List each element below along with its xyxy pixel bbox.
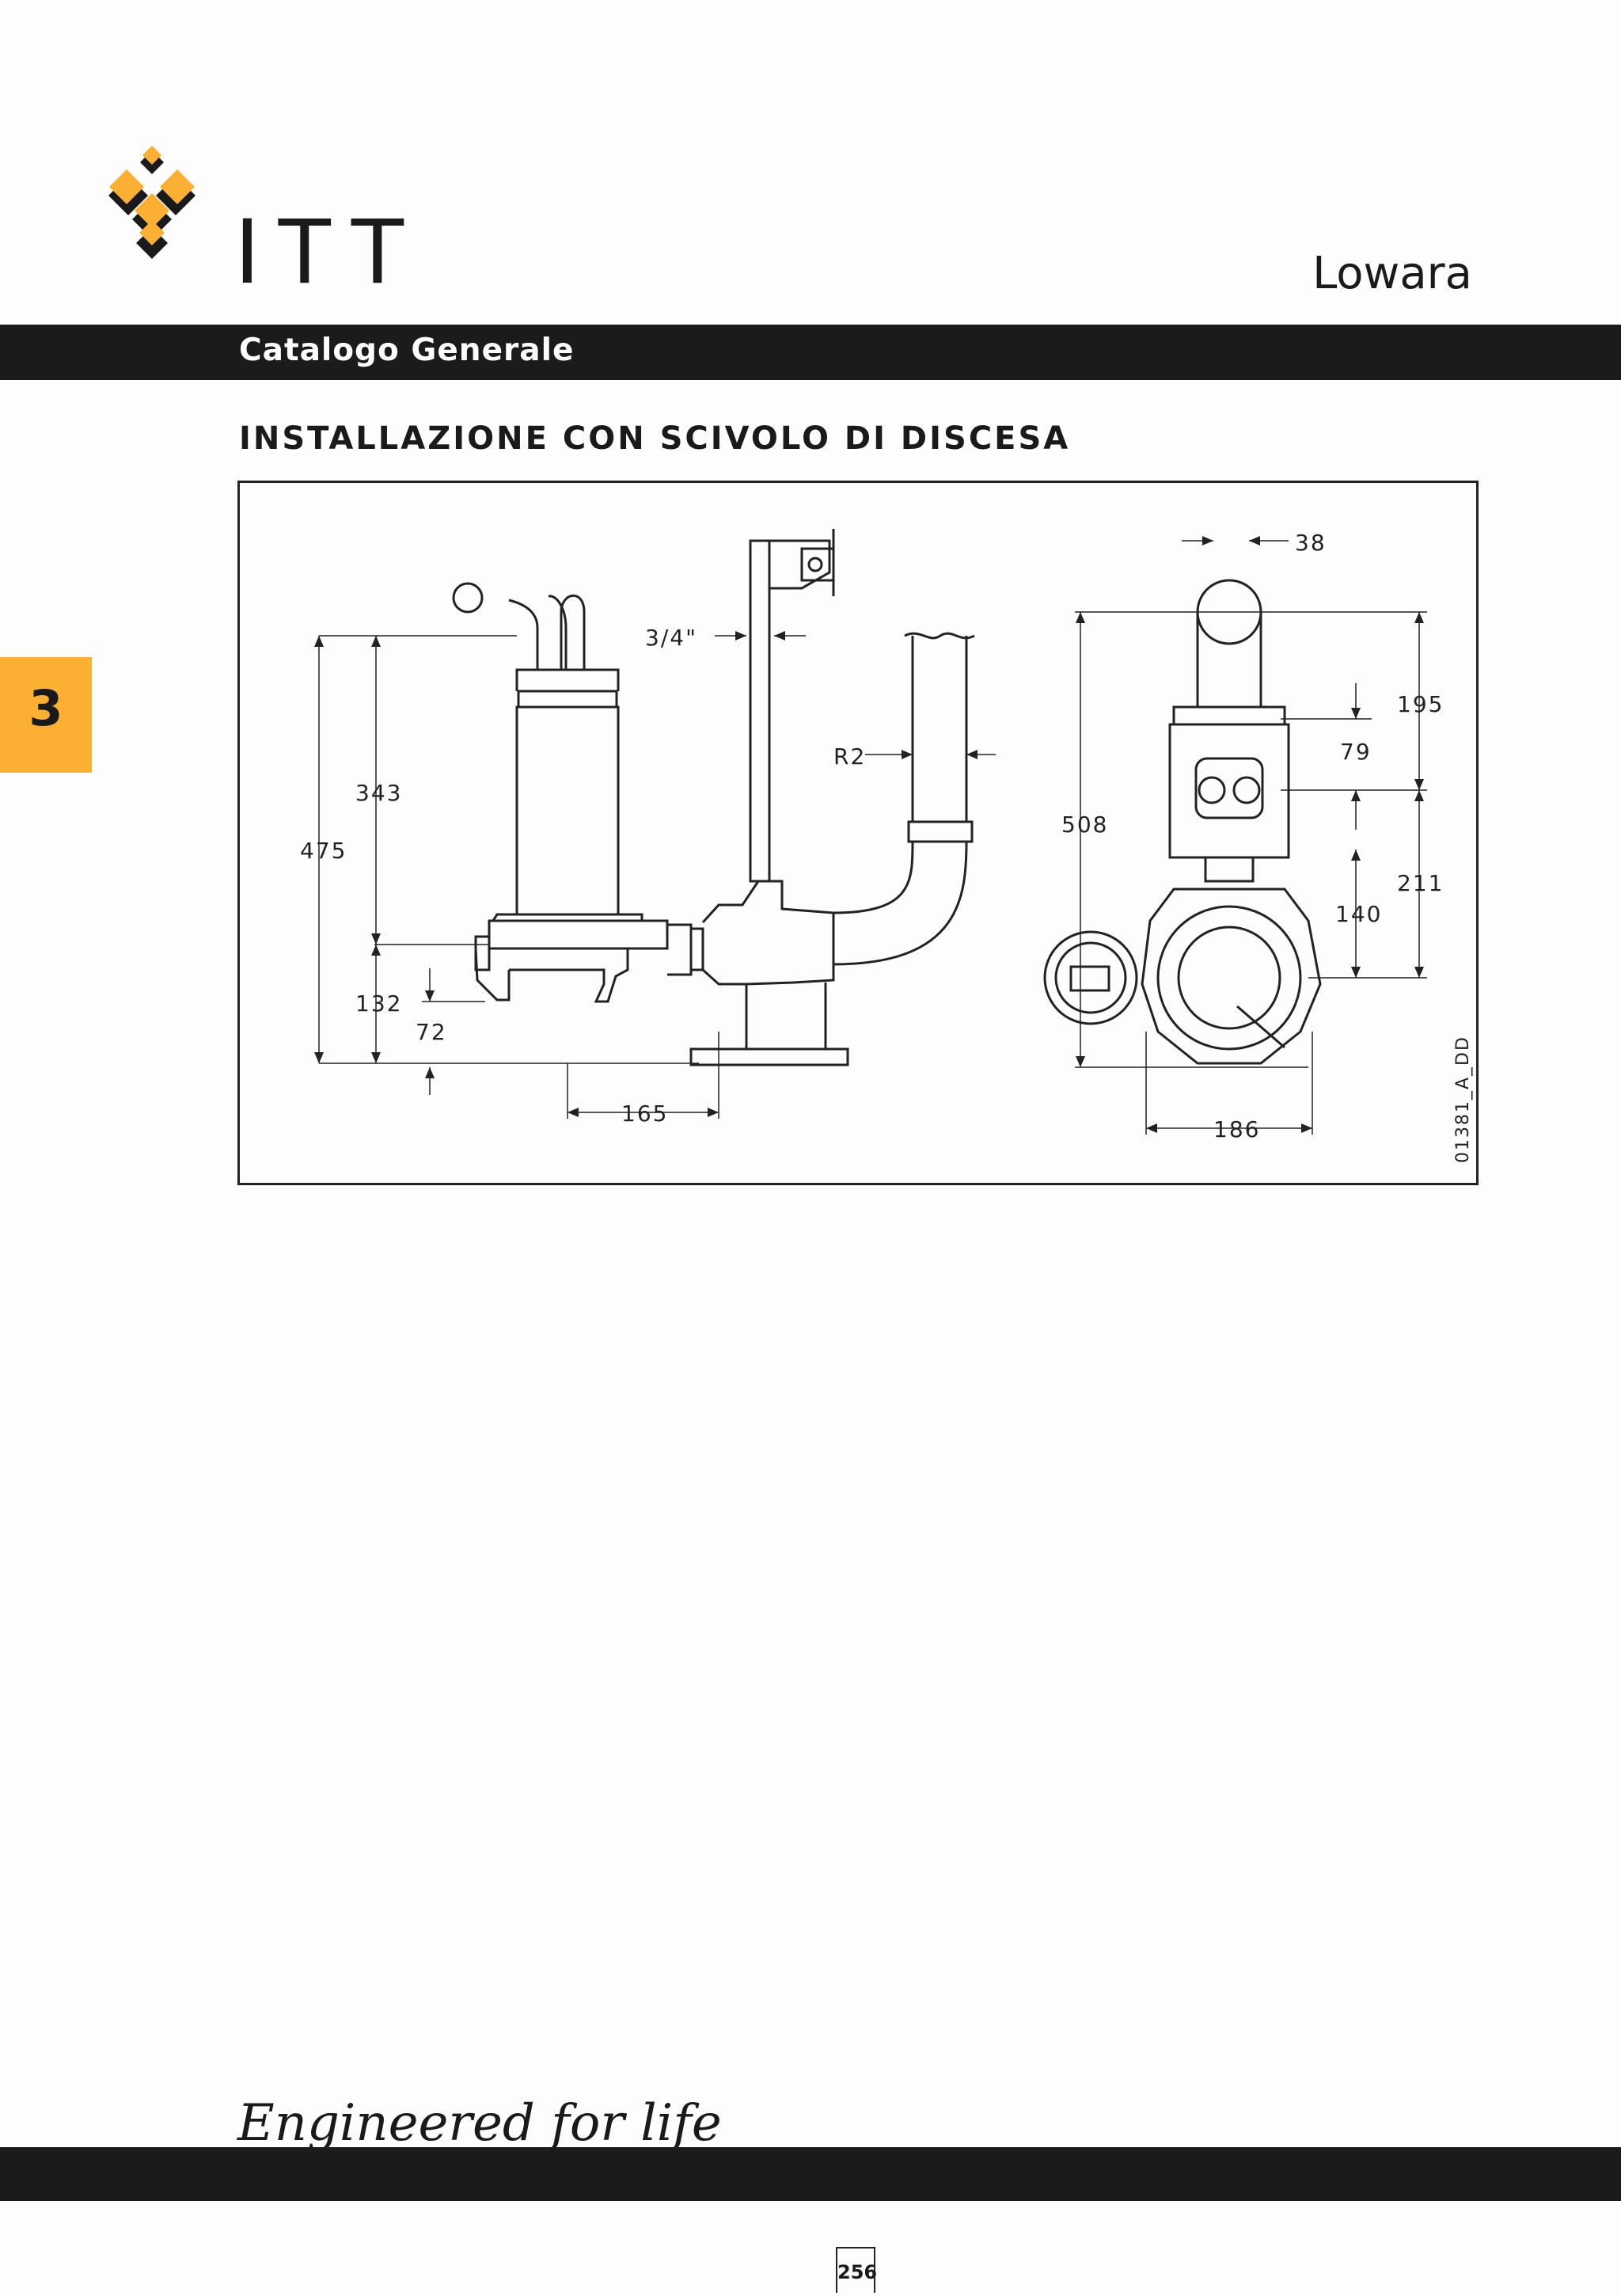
section-tab-number: 3 [28,679,63,737]
drawing-code: 01381_A_DD [1453,1036,1473,1163]
dim-195: 195 [1397,691,1444,717]
page-heading: INSTALLAZIONE CON SCIVOLO DI DISCESA [239,420,1071,457]
dim-186: 186 [1213,1116,1260,1142]
catalog-title: Catalogo Generale [239,333,575,368]
technical-drawing: 38 3/4" 195 R2 79 343 508 475 211 140 13… [237,481,1479,1185]
dim-79: 79 [1340,739,1372,765]
dim-140: 140 [1335,901,1382,927]
dim-3-4: 3/4" [645,625,697,651]
dim-343: 343 [355,780,402,806]
dim-508: 508 [1061,812,1108,838]
dim-165: 165 [621,1100,668,1127]
guide-rail [749,529,835,883]
dim-132: 132 [355,990,402,1017]
itt-logo-icon [108,146,196,259]
pump-side-view [452,582,704,1003]
brand-name: ITT [234,199,422,303]
dim-72: 72 [416,1019,447,1045]
page-number: 256 [836,2247,877,2293]
footer-band [0,2147,1621,2201]
drawing-canvas: 38 3/4" 195 R2 79 343 508 475 211 140 13… [300,529,1473,1163]
header-band [0,325,1621,380]
discharge-elbow [689,632,975,1066]
dim-38: 38 [1295,530,1327,556]
dim-r2: R2 [833,743,866,770]
dim-475: 475 [300,838,347,864]
product-name: Lowara [1312,248,1472,299]
pump-front-view [1043,579,1322,1065]
section-tab [0,657,92,773]
dim-211: 211 [1397,870,1444,896]
tagline: Engineered for life [237,2094,722,2153]
